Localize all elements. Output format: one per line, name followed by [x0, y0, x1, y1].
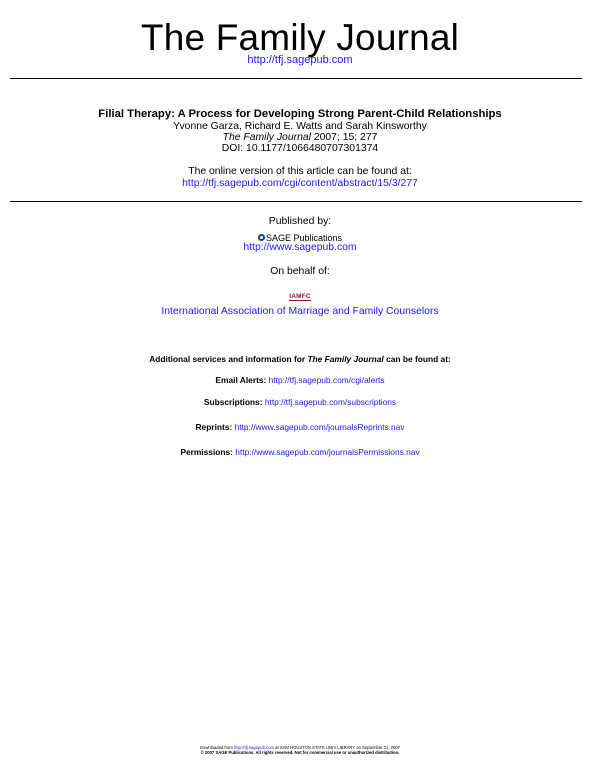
service-link[interactable]: http://tfj.sagepub.com/cgi/alerts [268, 375, 385, 385]
iamfc-logo: IAMFC [0, 285, 600, 303]
services-intro-journal: The Family Journal [307, 354, 384, 364]
service-row-email-alerts: Email Alerts: http://tfj.sagepub.com/cgi… [0, 375, 600, 385]
service-link[interactable]: http://tfj.sagepub.com/subscriptions [264, 397, 397, 407]
article-title[interactable]: Filial Therapy: A Process for Developing… [98, 108, 502, 120]
footer-suffix: at SAM HOUSTON STATE UNIV LIBRARY on Sep… [274, 745, 401, 750]
service-label: Subscriptions: [203, 397, 263, 407]
service-link[interactable]: http://www.sagepub.com/journalsReprints.… [234, 422, 405, 432]
sage-logo-group: SAGE Publications [257, 232, 343, 243]
service-row-reprints: Reprints: http://www.sagepub.com/journal… [0, 422, 600, 432]
online-notice: The online version of this article can b… [188, 166, 412, 177]
footer-prefix: Downloaded from [199, 745, 234, 750]
services-intro: Additional services and information for … [0, 354, 600, 364]
online-article-url[interactable]: http://tfj.sagepub.com/cgi/content/abstr… [182, 178, 418, 189]
service-label: Reprints: [195, 422, 233, 432]
citation-journal: The Family Journal [222, 132, 311, 143]
top-divider [10, 78, 582, 79]
journal-title: The Family Journal [140, 17, 460, 58]
service-label: Permissions: [180, 447, 233, 457]
sage-logo: SAGE Publications [0, 228, 600, 246]
article-doi: DOI: 10.1177/1066480707301374 [221, 143, 379, 154]
footer-download-line: Downloaded from http://tfj.sagepub.com a… [0, 745, 600, 750]
on-behalf-label: On behalf of: [270, 266, 330, 277]
journal-url[interactable]: http://tfj.sagepub.com [247, 54, 353, 66]
service-row-subscriptions: Subscriptions: http://tfj.sagepub.com/su… [0, 397, 600, 407]
publisher-url-row[interactable]: http://www.sagepub.com [0, 242, 600, 254]
citation-volume: 2007; 15; 277 [310, 132, 378, 143]
services-intro-prefix: Additional services and information for [149, 354, 308, 364]
partner-url-row[interactable]: International Association of Marriage an… [0, 306, 600, 318]
iamfc-logo-text: IAMFC [289, 293, 311, 301]
service-link[interactable]: http://www.sagepub.com/journalsPermissio… [235, 447, 420, 457]
partner-link[interactable]: International Association of Marriage an… [161, 306, 439, 317]
published-by-label: Published by: [268, 216, 332, 227]
footer-copyright: © 2007 SAGE Publications. All rights res… [200, 750, 400, 755]
footer-url[interactable]: http://tfj.sagepub.com [233, 745, 275, 750]
publisher-url[interactable]: http://www.sagepub.com [243, 242, 357, 253]
sage-logo-icon [257, 234, 265, 241]
service-row-permissions: Permissions: http://www.sagepub.com/jour… [0, 447, 600, 457]
services-intro-suffix: can be found at: [383, 354, 451, 364]
online-url-row[interactable]: http://tfj.sagepub.com/cgi/content/abstr… [0, 178, 600, 190]
sage-logo-text: SAGE Publications [265, 232, 343, 243]
article-citation: The Family Journal 2007; 15; 277 [0, 132, 600, 144]
journal-url-link[interactable]: http://tfj.sagepub.com [0, 54, 600, 66]
service-label: Email Alerts: [215, 375, 267, 385]
iamfc-logo-icon: IAMFC [289, 293, 311, 301]
article-authors: Yvonne Garza, Richard E. Watts and Sarah… [173, 121, 427, 132]
middle-divider [10, 201, 582, 202]
